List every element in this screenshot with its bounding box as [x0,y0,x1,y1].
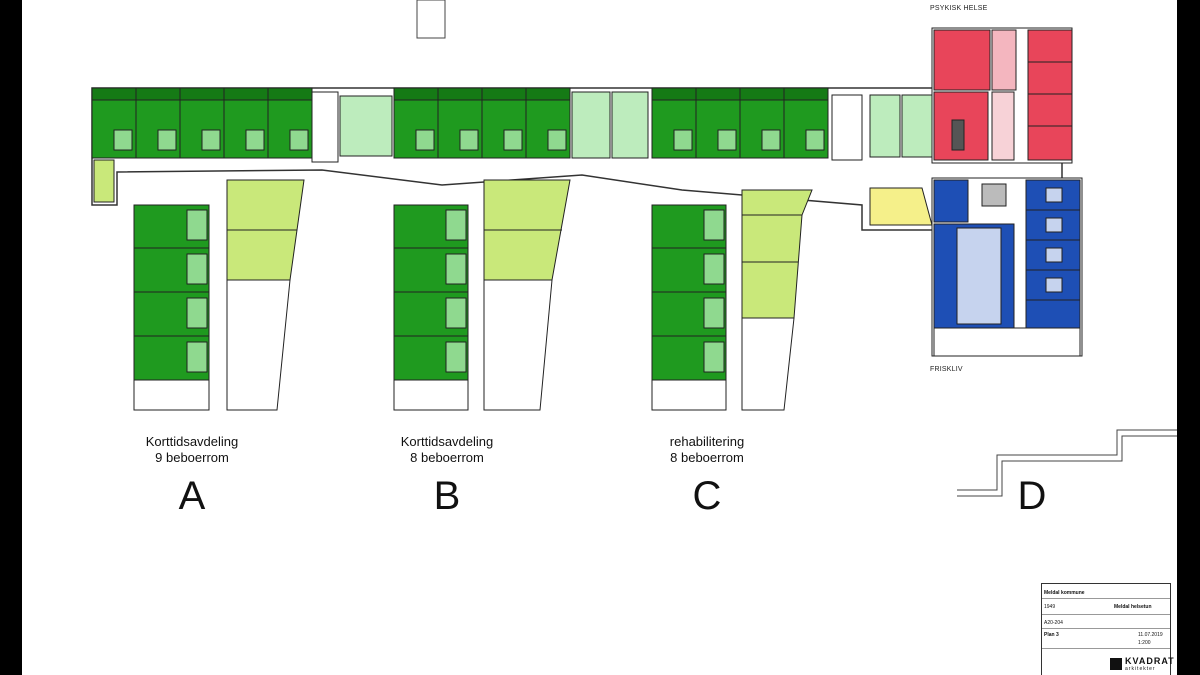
wing-a-south-rooms [133,179,305,411]
wing-b-name: Korttidsavdeling [400,434,494,449]
wing-b-south-rooms [393,179,571,411]
wing-a-north-rooms [91,87,393,203]
wing-d-mental-health [931,27,1073,164]
tb-client: Meldal kommune [1044,590,1085,596]
tb-drawing-title: Plan 3 [1044,632,1059,638]
site-contours [957,429,1177,497]
drawing-sheet: PSYKISK HELSE FRISKLIV Korttidsavdeling … [22,0,1177,675]
wing-c-letter: C [692,474,722,518]
tb-scale: 1:200 [1138,640,1151,646]
wing-b-letter: B [433,474,461,518]
logo-name: KVADRAT [1125,656,1175,666]
label-psykisk-helse: PSYKISK HELSE [930,5,988,12]
wing-c-north-rooms [651,87,933,161]
title-block: Meldal kommune 1949 Meldal helsetun A20-… [1041,583,1174,675]
wing-a-rooms: 9 beboerrom [155,450,229,465]
tb-project: Meldal helsetun [1114,604,1152,610]
tb-date: 11.07.2019 [1138,632,1163,638]
wing-b-label: Korttidsavdeling 8 beboerrom B [377,434,517,518]
wing-d-letter: D [1017,474,1047,518]
wing-c-name: rehabilitering [669,434,745,449]
logo-sub: arkitekter [1125,666,1156,672]
tb-drawing-no: A20-204 [1044,620,1063,626]
wing-b-north-rooms [393,87,649,159]
wing-d-label: D [982,466,1082,518]
wing-b-rooms: 8 beboerrom [410,450,484,465]
wing-a-letter: A [178,474,206,518]
wing-c-rooms: 8 beboerrom [670,450,744,465]
wing-a-label: Korttidsavdeling 9 beboerrom A [122,434,262,518]
floor-plan [91,0,1177,497]
wing-d-frisklov [931,177,1083,357]
logo-mark-icon [1110,658,1122,670]
wing-a-name: Korttidsavdeling [145,434,239,449]
kvadrat-logo: KVADRAT arkitekter [1110,656,1174,674]
tb-project-no: 1949 [1044,604,1056,610]
label-frisklov: FRISKLIV [930,366,963,373]
stair-tower-top [416,0,446,39]
wing-c-label: rehabilitering 8 beboerrom C [637,434,777,518]
wing-c-south-rooms [651,187,933,411]
